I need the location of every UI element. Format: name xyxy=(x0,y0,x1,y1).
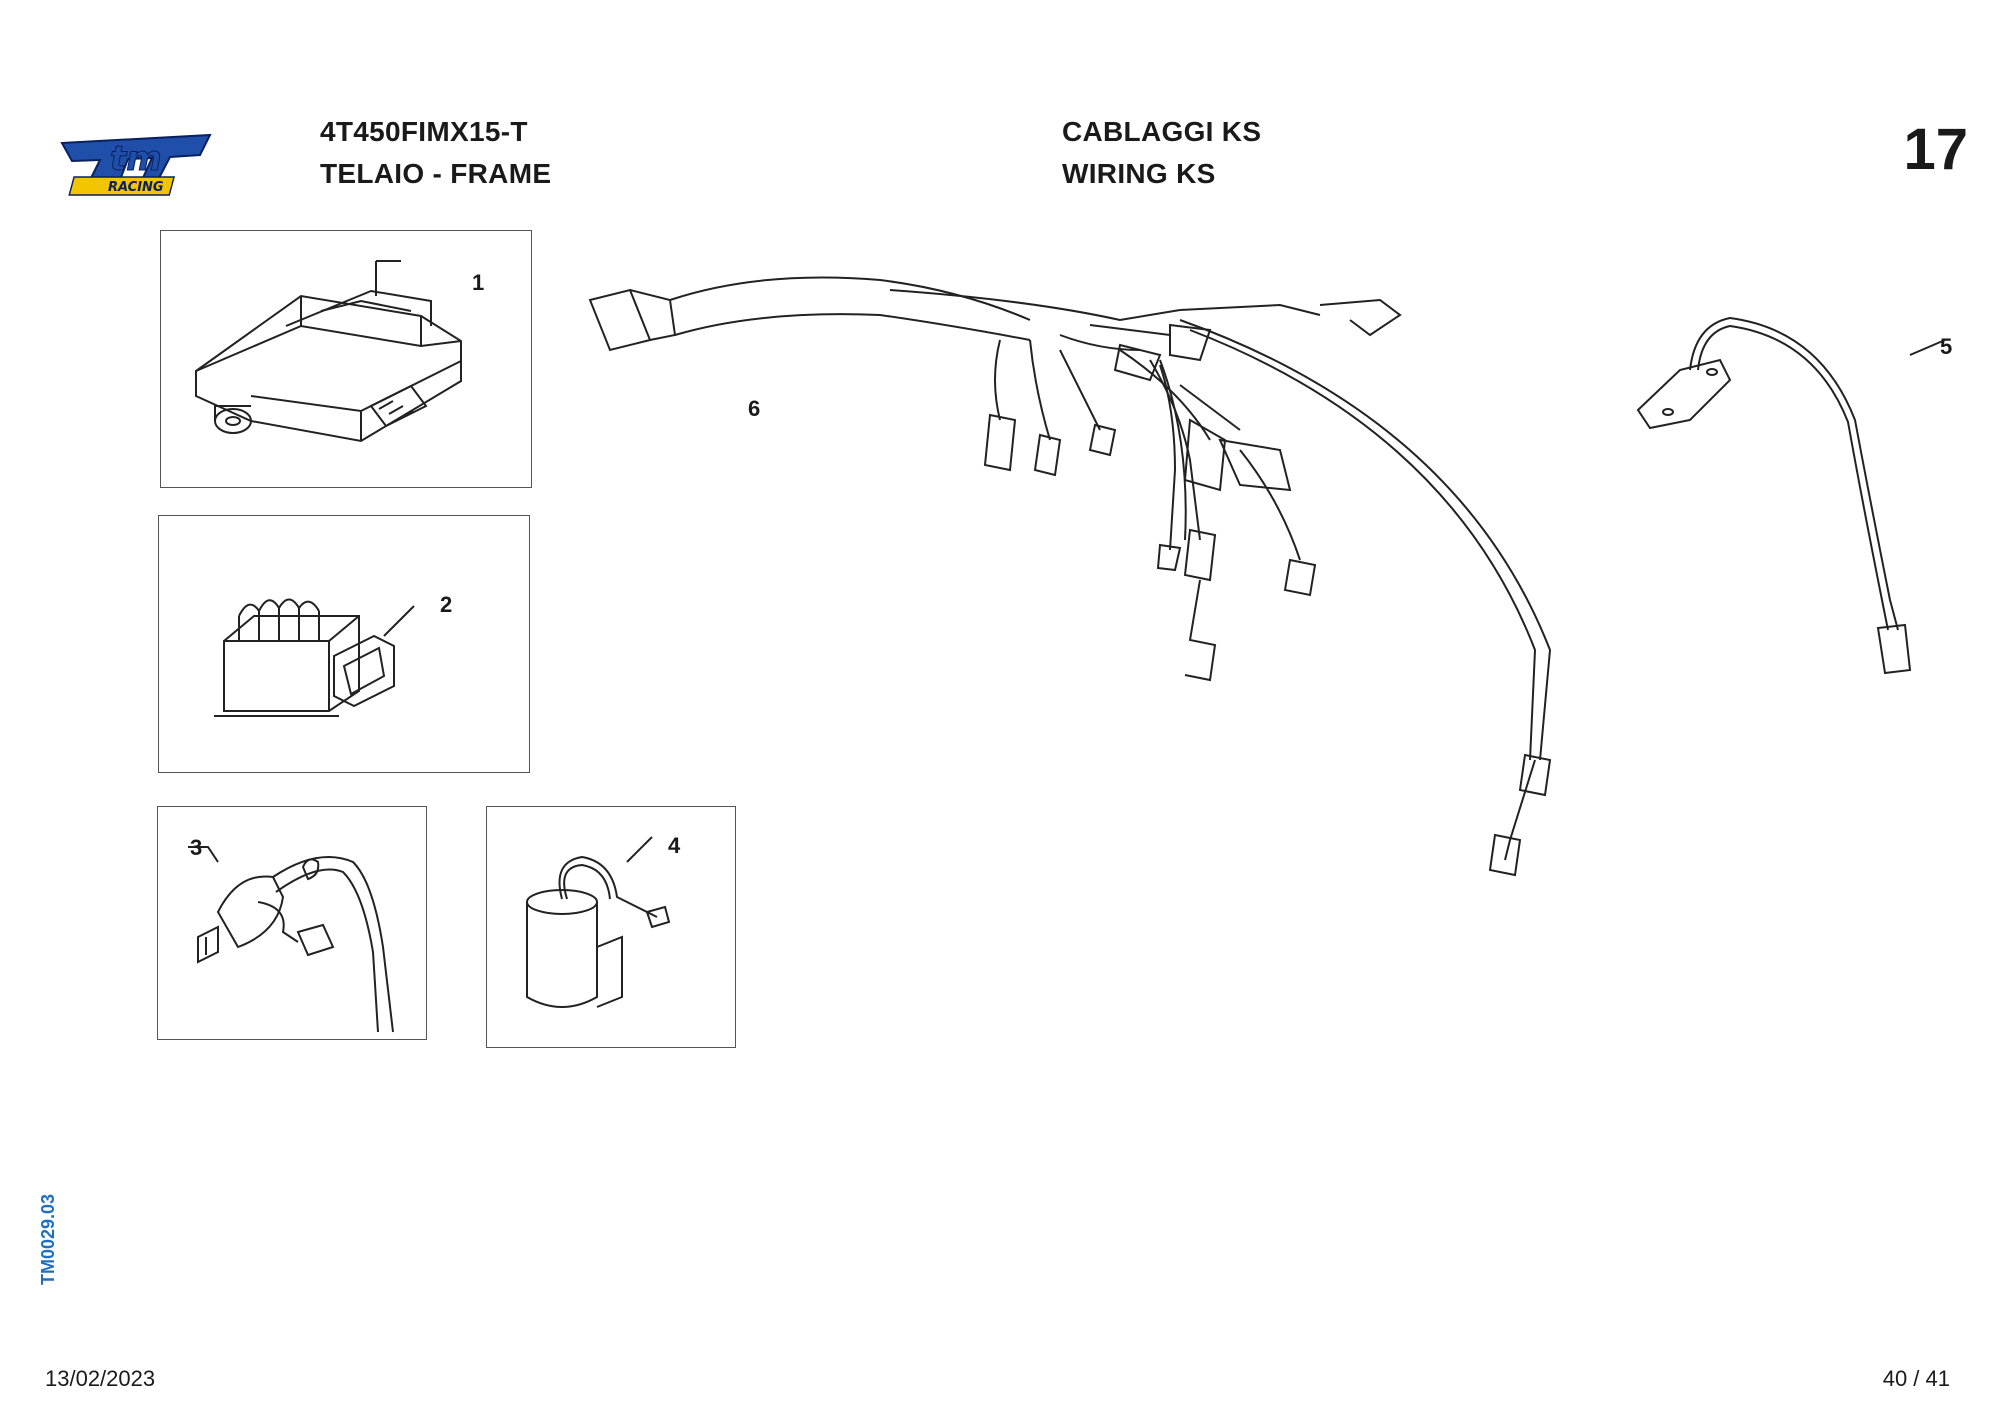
ignition-coil-drawing xyxy=(188,846,394,1033)
regulator-drawing xyxy=(214,598,415,717)
document-code: TM0029.03 xyxy=(38,1193,58,1285)
sensor-drawing xyxy=(1636,316,1946,675)
section-title: TELAIO - FRAME xyxy=(320,158,552,189)
tm-racing-logo: tm RACING xyxy=(50,125,220,200)
svg-text:tm: tm xyxy=(110,139,162,179)
group-number: 17 xyxy=(1903,117,1968,182)
part-box-4 xyxy=(486,806,736,1048)
callout-2: 2 xyxy=(440,592,453,617)
callout-4: 4 xyxy=(668,833,681,858)
wiring-harness-drawing xyxy=(588,276,1552,877)
model-code: 4T450FIMX15-T xyxy=(320,116,528,147)
callout-3: 3 xyxy=(190,835,203,860)
condenser-drawing xyxy=(526,836,671,1008)
cdi-unit-drawing xyxy=(195,260,462,443)
connector-left-drop xyxy=(983,413,1017,472)
part-box-3 xyxy=(157,806,427,1040)
footer-page: 40 / 41 xyxy=(1882,1366,1950,1391)
part-box-2 xyxy=(158,515,530,773)
callout-5: 5 xyxy=(1940,334,1953,359)
group-title-it: CABLAGGI KS xyxy=(1062,116,1262,147)
svg-text:RACING: RACING xyxy=(108,180,164,195)
harness-main-connector xyxy=(588,288,652,352)
callout-6: 6 xyxy=(748,396,761,421)
footer-date: 13/02/2023 xyxy=(45,1366,156,1391)
callout-1: 1 xyxy=(472,270,485,295)
part-box-1 xyxy=(160,230,532,488)
group-title-en: WIRING KS xyxy=(1062,158,1216,189)
